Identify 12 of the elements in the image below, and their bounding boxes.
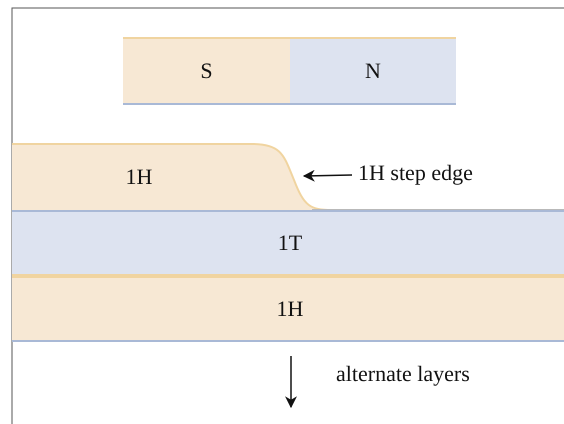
layer-label: 1H bbox=[126, 164, 152, 190]
leader-arrow bbox=[302, 170, 352, 182]
magnet-pole bbox=[290, 37, 456, 105]
layer-label: 1T bbox=[278, 230, 302, 256]
layer-label: N bbox=[365, 58, 381, 84]
magnet-pole bbox=[123, 37, 290, 105]
layer-label: S bbox=[200, 58, 213, 84]
layer-label: 1H bbox=[276, 296, 304, 322]
layer bbox=[12, 210, 564, 276]
annotation-text: alternate layers bbox=[336, 361, 470, 387]
layer bbox=[12, 276, 564, 342]
annotation-text: 1H step edge bbox=[358, 160, 473, 186]
